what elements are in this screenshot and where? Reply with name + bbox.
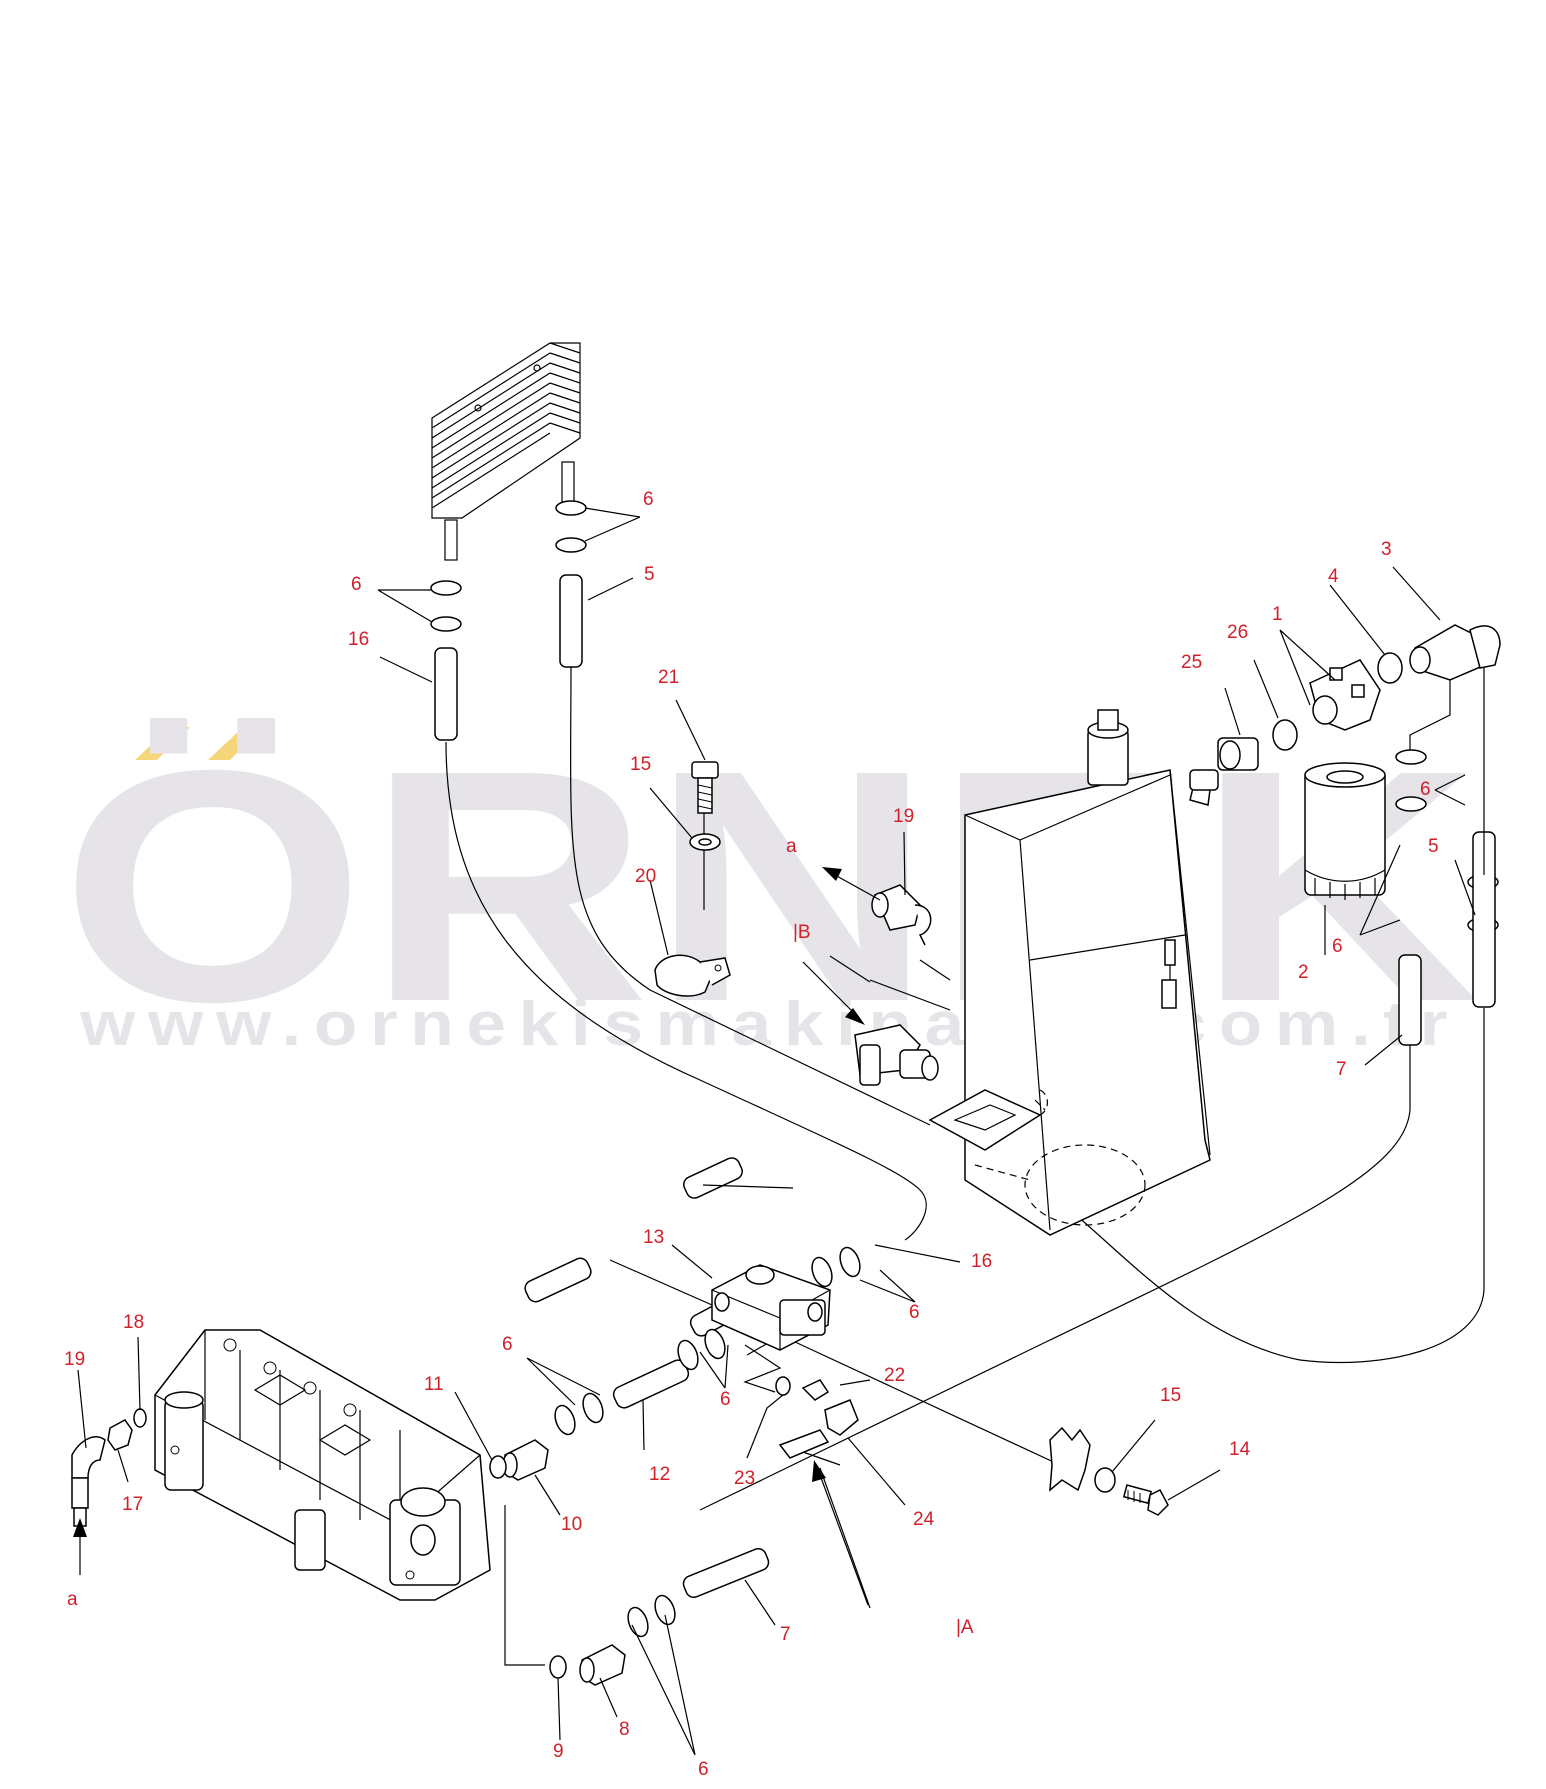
hose-clamp	[555, 500, 587, 516]
bolt-14-assembly	[1049, 1426, 1169, 1516]
hoses	[434, 574, 1496, 1599]
fitting-19-lower	[71, 1436, 106, 1527]
callout-label: |B	[793, 922, 811, 943]
hose-clamp	[1395, 749, 1427, 765]
watermark-url: www.ornekismakinalari.com.tr	[79, 990, 1460, 1059]
callout-label: 12	[649, 1464, 670, 1485]
callout-label: 8	[619, 1719, 630, 1740]
callout-label: 9	[553, 1741, 564, 1762]
callout-label: 6	[1420, 779, 1431, 800]
callout-label: 15	[630, 754, 651, 775]
hose-clamp	[1395, 796, 1427, 812]
hose-spare-2	[524, 1257, 592, 1303]
callout-label: 19	[64, 1349, 85, 1370]
flow-arrows	[73, 867, 881, 1606]
hose-5-left	[559, 574, 583, 668]
callout-label: 17	[122, 1494, 143, 1515]
callout-label: 1	[1272, 604, 1283, 625]
elbow-24	[824, 1399, 859, 1436]
callout-label: 14	[1229, 1439, 1251, 1460]
o-ring-11	[489, 1455, 507, 1479]
callout-label: 16	[971, 1251, 992, 1272]
washer-15-lower	[1094, 1467, 1116, 1493]
callout-label: 15	[1160, 1385, 1181, 1406]
callout-label: 21	[658, 667, 679, 688]
fitting-22	[801, 1379, 830, 1401]
callout-label: 3	[1381, 539, 1392, 560]
hose-clamp	[430, 580, 462, 596]
o-ring-26	[1272, 719, 1298, 751]
callout-label: 19	[893, 806, 914, 827]
callout-label: 25	[1181, 652, 1202, 673]
callout-label: 18	[123, 1312, 144, 1333]
callout-label: 7	[780, 1624, 791, 1645]
callout-label: 6	[1332, 936, 1343, 957]
callout-label: 16	[348, 629, 369, 650]
hose-clamps-lower	[554, 1246, 861, 1638]
callout-label: |A	[956, 1617, 974, 1638]
callout-label: 5	[644, 564, 655, 585]
arrow-b	[845, 1008, 865, 1025]
callout-label: a	[786, 836, 797, 857]
callout-label: 2	[1298, 962, 1309, 983]
arrow-a-lower	[73, 1518, 87, 1537]
bracket-20	[654, 954, 731, 997]
callout-label: 6	[909, 1302, 920, 1323]
callout-label: a	[67, 1589, 78, 1610]
hydraulic-tank	[928, 709, 1211, 1236]
hose-7-lower	[682, 1547, 770, 1599]
watermark-umlaut-left	[135, 727, 190, 760]
mount-plate	[1049, 1426, 1091, 1492]
leader-lines	[77, 507, 1476, 1756]
callout-label: 6	[720, 1389, 731, 1410]
callout-label: 7	[1336, 1059, 1347, 1080]
callout-label: 22	[884, 1365, 905, 1386]
fitting-19-upper	[871, 884, 932, 946]
arrow-a-upper	[822, 867, 842, 881]
callout-label: 10	[561, 1514, 582, 1535]
o-ring-23	[775, 1376, 791, 1396]
callout-label: 20	[635, 866, 656, 887]
o-ring-4	[1377, 652, 1403, 684]
o-ring-9	[549, 1655, 567, 1679]
watermark-umlaut-right	[208, 727, 263, 760]
connectors	[489, 1376, 859, 1686]
hose-clamp	[555, 537, 587, 553]
callout-label: 13	[643, 1227, 664, 1248]
callout-label: 6	[502, 1334, 513, 1355]
fitting-17	[107, 1408, 147, 1451]
pipe-routes	[445, 666, 1485, 1666]
oil-cooler	[431, 342, 581, 561]
callout-label: 26	[1227, 622, 1248, 643]
o-ring-18	[133, 1408, 147, 1428]
callout-label: 6	[698, 1759, 709, 1780]
callout-labels: 6 5 6 16 21 15 20 19 a |B 3 4 1 26 25 6 …	[64, 489, 1439, 1780]
watermark: ÖRNEK www.ornekismakinalari.com.tr	[60, 701, 1480, 1070]
hose-12	[612, 1359, 690, 1409]
control-valve	[154, 1329, 491, 1601]
callout-label: 23	[734, 1468, 755, 1489]
callout-label: 6	[351, 574, 362, 595]
callout-label: 6	[643, 489, 654, 510]
arrow-A	[812, 1460, 826, 1482]
callout-label: 4	[1328, 566, 1339, 587]
filter-assembly	[1189, 624, 1501, 900]
hose-7-upper	[1398, 954, 1422, 1046]
callout-label: 11	[424, 1374, 444, 1395]
bolt-21	[689, 761, 721, 851]
manifold-block-13	[711, 1264, 831, 1393]
callout-label: 24	[913, 1509, 935, 1530]
callout-label: 5	[1428, 836, 1439, 857]
tee-fitting	[854, 1024, 939, 1086]
hose-16-upper	[434, 647, 458, 741]
hose-clamp	[430, 616, 462, 632]
hose-spare-1	[683, 1157, 743, 1199]
